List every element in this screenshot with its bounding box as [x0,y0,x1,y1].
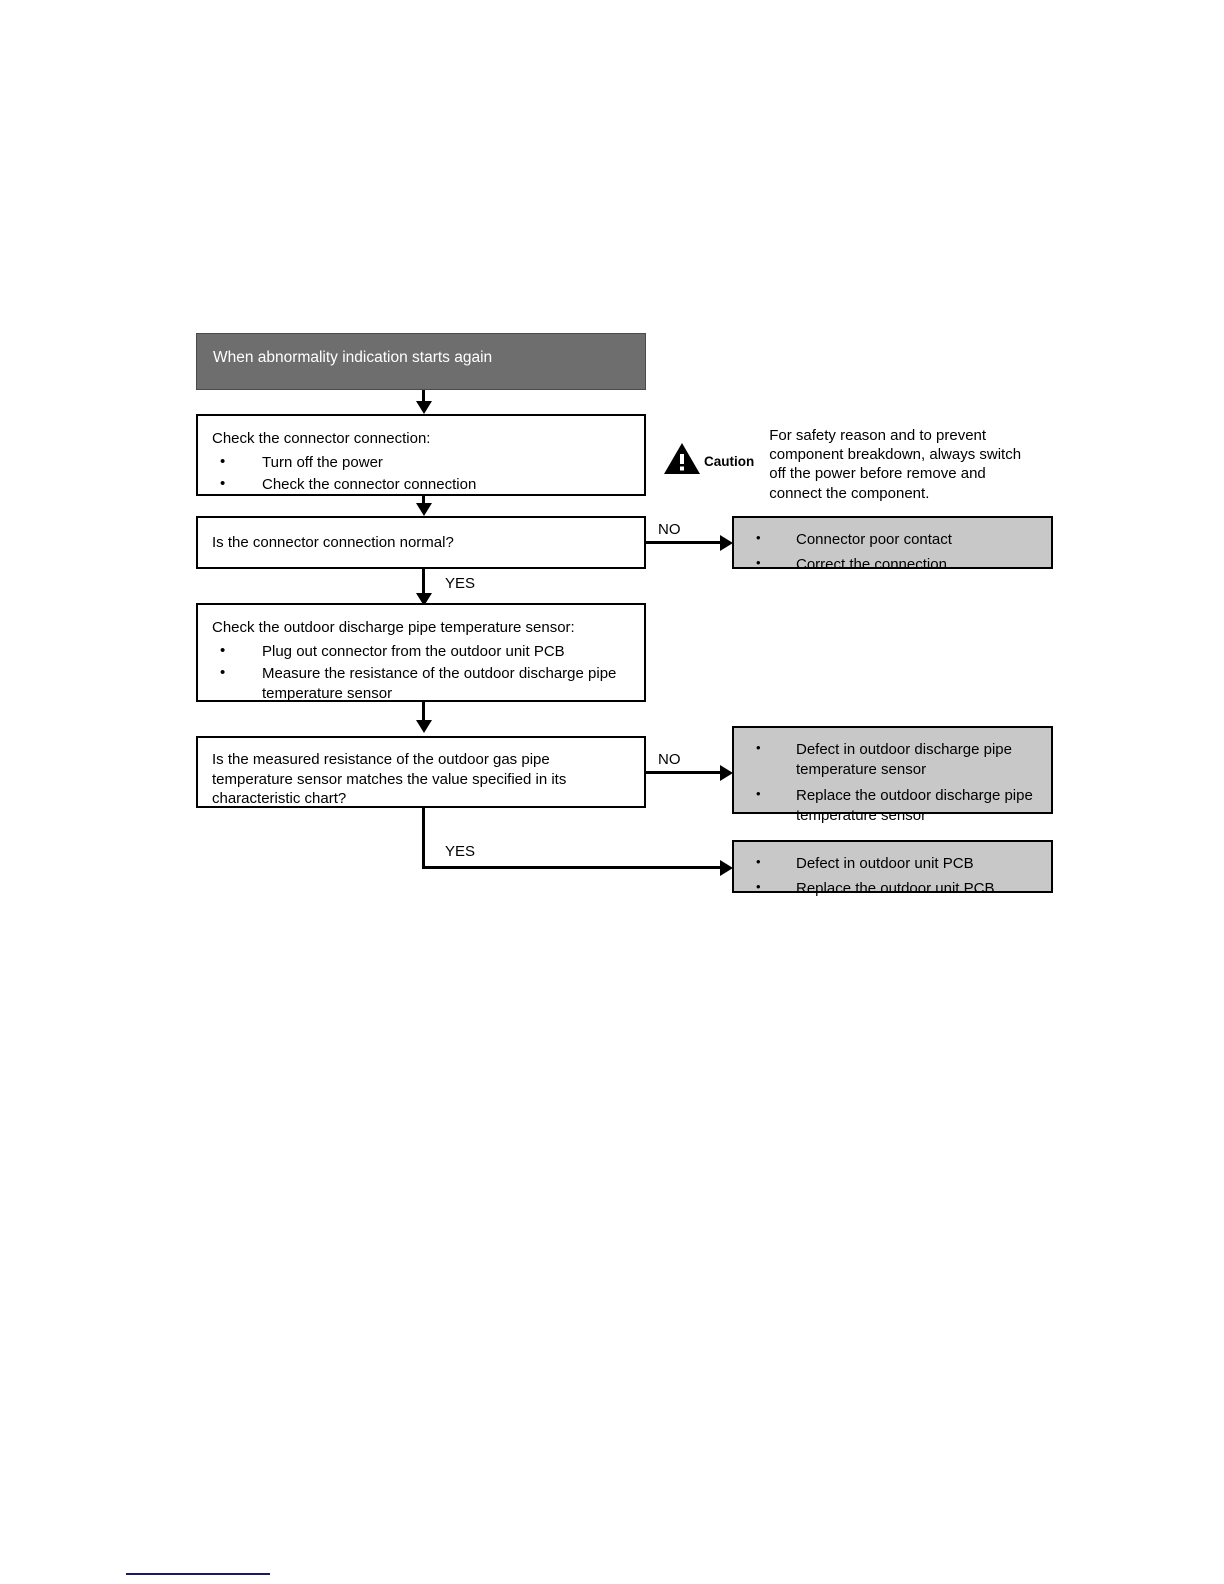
list-item: Measure the resistance of the outdoor di… [212,663,630,703]
connector-decision2-no [646,771,724,774]
list-item: Replace the outdoor unit PCB [744,878,1041,899]
step-check-connector-box: Check the connector connection: Turn off… [196,414,646,496]
step-check-sensor-bullets: Plug out connector from the outdoor unit… [212,641,630,704]
result-connector-fault-box: Connector poor contact Correct the conne… [732,516,1053,573]
step-check-connector-bullets: Turn off the power Check the connector c… [212,452,630,495]
flow-start-box: When abnormality indication starts again [196,333,646,390]
list-item: Correct the connection [744,554,1041,575]
connector-decision1-yes [422,569,425,602]
list-item: Check the connector connection [212,474,630,495]
arrowhead-step1-to-decision1 [416,503,432,516]
list-item: Turn off the power [212,452,630,473]
connector-decision2-yes-horizontal [422,866,724,869]
edge-label-no-2: NO [658,751,681,768]
decision-resistance-question: Is the measured resistance of the outdoo… [212,751,567,807]
arrowhead-step2-to-decision2 [416,720,432,733]
result-sensor-fault-bullets: Defect in outdoor discharge pipe tempera… [744,739,1041,827]
connector-decision1-no [646,541,724,544]
list-item: Replace the outdoor discharge pipe tempe… [744,785,1041,827]
result-sensor-fault-box: Defect in outdoor discharge pipe tempera… [732,726,1053,824]
step-check-connector-lead: Check the connector connection: [212,430,431,447]
caution-text: For safety reason and to prevent compone… [769,427,1022,502]
connector-step2-to-decision2 [422,702,425,726]
caution-word: Caution [704,453,755,469]
decision-connector-normal-box: Is the connector connection normal? [196,516,646,569]
flow-start-label: When abnormality indication starts again [213,349,493,366]
decision-connector-normal-question: Is the connector connection normal? [212,534,454,551]
result-pcb-fault-bullets: Defect in outdoor unit PCB Replace the o… [744,853,1041,900]
step-check-sensor-box: Check the outdoor discharge pipe tempera… [196,603,646,702]
connector-start-to-step1 [422,390,425,406]
caution-badge: Caution [663,442,754,480]
connector-decision2-yes-vertical [422,808,425,869]
result-connector-fault-bullets: Connector poor contact Correct the conne… [744,529,1041,576]
edge-label-yes-1: YES [445,575,476,592]
result-pcb-fault-box: Defect in outdoor unit PCB Replace the o… [732,840,1053,897]
arrowhead-decision2-no [720,765,733,781]
edge-label-no-1: NO [658,521,681,538]
caution-note: Caution For safety reason and to prevent… [663,426,1037,503]
list-item: Defect in outdoor discharge pipe tempera… [744,739,1041,781]
arrowhead-decision1-no [720,535,733,551]
decision-resistance-box: Is the measured resistance of the outdoo… [196,736,646,808]
warning-triangle-icon [663,442,701,480]
arrowhead-decision1-yes [416,593,432,606]
footer-divider [126,1573,270,1575]
list-item: Defect in outdoor unit PCB [744,853,1041,874]
arrowhead-decision2-yes [720,860,733,876]
connector-step1-to-decision1 [422,496,425,508]
list-item: Plug out connector from the outdoor unit… [212,641,630,662]
list-item: Connector poor contact [744,529,1041,550]
arrowhead-start-to-step1 [416,401,432,414]
step-check-sensor-lead: Check the outdoor discharge pipe tempera… [212,619,575,636]
edge-label-yes-2: YES [445,843,476,860]
